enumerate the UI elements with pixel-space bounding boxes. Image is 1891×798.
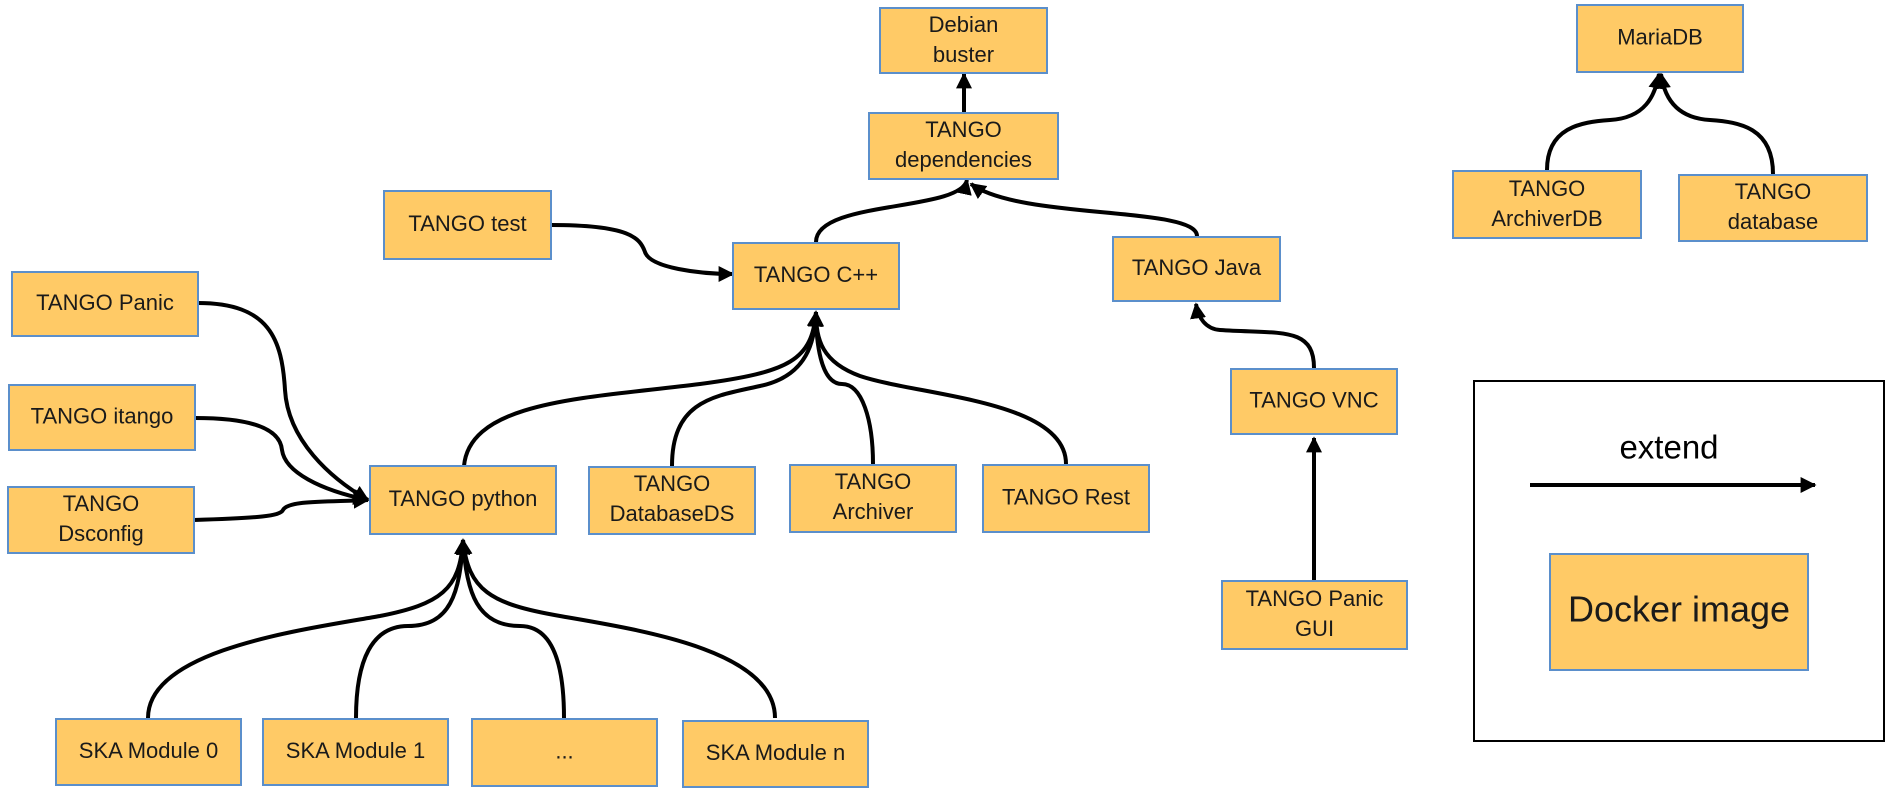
node-cpp-label: TANGO C++ bbox=[754, 262, 878, 287]
node-deps-line-2: dependencies bbox=[895, 147, 1032, 172]
edge-databaseds-to-cpp bbox=[670, 310, 824, 467]
node-tango-rest: TANGO Rest bbox=[982, 464, 1150, 533]
node-tango-java: TANGO Java bbox=[1112, 236, 1281, 302]
edge-itango-to-python bbox=[194, 416, 370, 505]
edge-ska0-to-python bbox=[146, 538, 471, 719]
node-ellipsis-label: ... bbox=[555, 738, 573, 763]
node-databaseds-line-2: DatabaseDS bbox=[610, 501, 735, 526]
node-ellipsis: ... bbox=[471, 718, 658, 787]
node-archiverdb-line-1: TANGO bbox=[1509, 176, 1586, 201]
node-skan-label: SKA Module n bbox=[706, 740, 845, 765]
legend: extend Docker image bbox=[1473, 380, 1885, 742]
node-databaseds-line-1: TANGO bbox=[634, 471, 711, 496]
edge-archiverdb-to-mariadb bbox=[1545, 72, 1665, 171]
edge-panic-to-python bbox=[197, 301, 370, 502]
node-dsconfig-line-2: Dsconfig bbox=[58, 521, 144, 546]
edge-ellipsis-to-python bbox=[455, 538, 566, 719]
node-vnc-label: TANGO VNC bbox=[1249, 387, 1378, 412]
node-test-label: TANGO test bbox=[408, 211, 526, 236]
node-tango-panic: TANGO Panic bbox=[11, 271, 199, 337]
node-tango-databaseds: TANGO DatabaseDS bbox=[588, 466, 756, 535]
node-ska1-label: SKA Module 1 bbox=[286, 738, 425, 763]
node-debian-line-1: Debian bbox=[929, 12, 999, 37]
edge-ska1-to-python bbox=[354, 538, 471, 719]
edge-java-to-deps bbox=[969, 182, 1199, 237]
node-deps-line-1: TANGO bbox=[925, 117, 1002, 142]
edge-dsconfig-to-python bbox=[193, 492, 370, 522]
nodes: Debian buster TANGO dependencies MariaDB… bbox=[7, 4, 1868, 788]
node-panicgui-line-1: TANGO Panic bbox=[1246, 586, 1384, 611]
node-ska-module-1: SKA Module 1 bbox=[262, 718, 449, 786]
node-dsconfig-line-1: TANGO bbox=[63, 491, 140, 516]
edge-python-to-cpp bbox=[462, 310, 823, 467]
edges bbox=[146, 72, 1775, 719]
node-tango-database: TANGO database bbox=[1678, 174, 1868, 242]
node-tango-panic-gui: TANGO Panic GUI bbox=[1221, 580, 1408, 650]
node-ska-module-n: SKA Module n bbox=[682, 720, 869, 788]
node-tango-dsconfig: TANGO Dsconfig bbox=[7, 486, 195, 554]
node-tango-python: TANGO python bbox=[369, 465, 557, 535]
node-tango-vnc: TANGO VNC bbox=[1230, 368, 1398, 435]
edge-database-to-mariadb bbox=[1655, 72, 1775, 175]
node-ska0-label: SKA Module 0 bbox=[79, 738, 218, 763]
edge-cpp-to-deps bbox=[814, 178, 972, 243]
node-tango-archiverdb: TANGO ArchiverDB bbox=[1452, 170, 1642, 239]
legend-node-label: Docker image bbox=[1568, 589, 1790, 630]
node-tango-dependencies: TANGO dependencies bbox=[868, 112, 1059, 180]
node-debian-buster: Debian buster bbox=[879, 7, 1048, 74]
node-database-line-2: database bbox=[1728, 209, 1819, 234]
node-java-label: TANGO Java bbox=[1132, 255, 1262, 280]
node-panic-label: TANGO Panic bbox=[36, 290, 174, 315]
node-tango-cpp: TANGO C++ bbox=[732, 242, 900, 310]
node-tango-archiver: TANGO Archiver bbox=[789, 464, 957, 533]
edge-rest-to-cpp bbox=[808, 310, 1068, 465]
edge-vnc-to-java bbox=[1190, 302, 1316, 369]
node-tango-test: TANGO test bbox=[383, 190, 552, 260]
node-python-label: TANGO python bbox=[389, 486, 538, 511]
edge-test-to-cpp bbox=[550, 223, 735, 282]
node-panicgui-line-2: GUI bbox=[1295, 616, 1334, 641]
node-archiver-line-1: TANGO bbox=[835, 469, 912, 494]
node-archiver-line-2: Archiver bbox=[833, 499, 914, 524]
node-mariadb: MariaDB bbox=[1576, 4, 1744, 73]
legend-edge-label: extend bbox=[1619, 429, 1718, 466]
node-tango-itango: TANGO itango bbox=[8, 384, 196, 451]
node-itango-label: TANGO itango bbox=[31, 403, 174, 428]
node-mariadb-label: MariaDB bbox=[1617, 24, 1703, 49]
node-database-line-1: TANGO bbox=[1735, 179, 1812, 204]
edge-skan-to-python bbox=[456, 538, 777, 719]
edge-archiver-to-cpp bbox=[808, 310, 875, 465]
node-debian-line-2: buster bbox=[933, 42, 994, 67]
node-archiverdb-line-2: ArchiverDB bbox=[1491, 206, 1602, 231]
node-rest-label: TANGO Rest bbox=[1002, 484, 1130, 509]
node-ska-module-0: SKA Module 0 bbox=[55, 718, 242, 786]
legend-docker-image-node: Docker image bbox=[1549, 553, 1809, 671]
